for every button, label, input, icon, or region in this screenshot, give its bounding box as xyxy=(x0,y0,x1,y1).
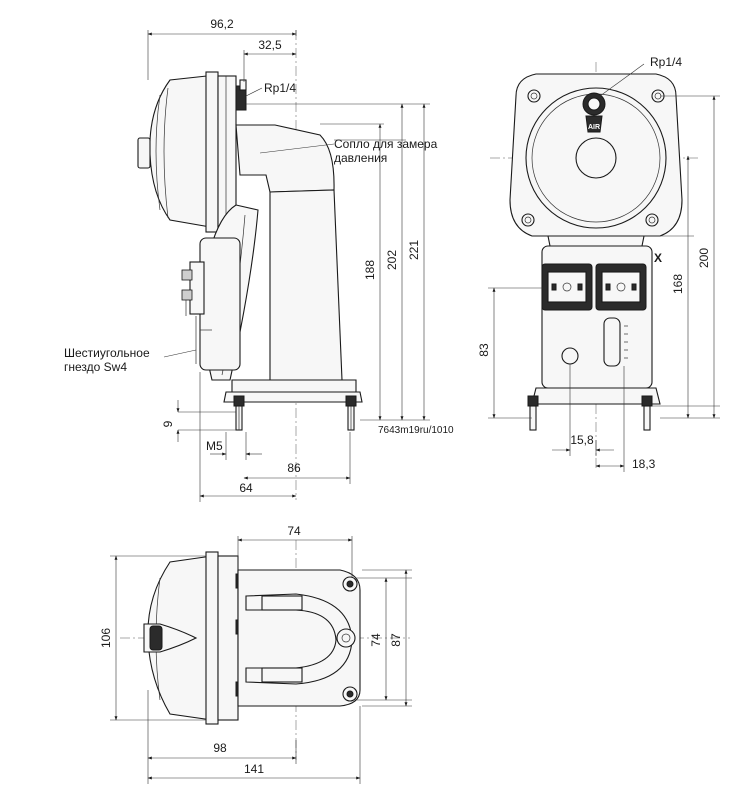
dim-height-87: 87 xyxy=(389,633,403,647)
front-view: AIR Rp1/4 X xyxy=(477,55,720,472)
flange-bolts xyxy=(521,89,665,227)
dim-height-221: 221 xyxy=(407,240,421,260)
dim-body-offset: 32,5 xyxy=(258,38,282,52)
label-port-thread: Rp1/4 xyxy=(264,81,296,95)
dim-height-168: 168 xyxy=(671,274,685,294)
air-marking: AIR xyxy=(588,124,600,131)
dim-width-141: 141 xyxy=(244,762,264,776)
dim-height-200: 200 xyxy=(697,248,711,268)
label-socket-line2: гнездо Sw4 xyxy=(64,360,127,374)
label-nozzle-line1: Сопло для замера xyxy=(334,137,438,151)
dim-height-202: 202 xyxy=(385,250,399,270)
dim-offset-15-8: 15,8 xyxy=(570,433,594,447)
dim-width-98: 98 xyxy=(213,741,227,755)
dim-height-106: 106 xyxy=(99,628,113,648)
front-label-port-thread: Rp1/4 xyxy=(650,55,682,69)
side-view: 96,2 32,5 Rp1/4 Сопло для замера давлени… xyxy=(64,17,454,502)
dim-base-height: 9 xyxy=(161,420,175,427)
dim-height-188: 188 xyxy=(363,260,377,280)
dim-overall-width: 96,2 xyxy=(210,17,234,31)
label-nozzle-line2: давления xyxy=(334,151,387,165)
dim-width-64: 64 xyxy=(239,481,253,495)
label-socket-line1: Шестиугольное xyxy=(64,346,150,360)
dim-width-74: 74 xyxy=(287,524,301,538)
dim-thread-m5: M5 xyxy=(206,439,223,453)
top-view: 74 106 74 87 98 141 xyxy=(99,524,412,784)
dim-width-86: 86 xyxy=(287,461,301,475)
dim-height-83: 83 xyxy=(477,343,491,357)
dim-height-74: 74 xyxy=(369,633,383,647)
view-marker-x: X xyxy=(654,251,662,265)
dim-offset-18-3: 18,3 xyxy=(632,457,656,471)
drawing-number: 7643m19ru/1010 xyxy=(378,425,454,436)
